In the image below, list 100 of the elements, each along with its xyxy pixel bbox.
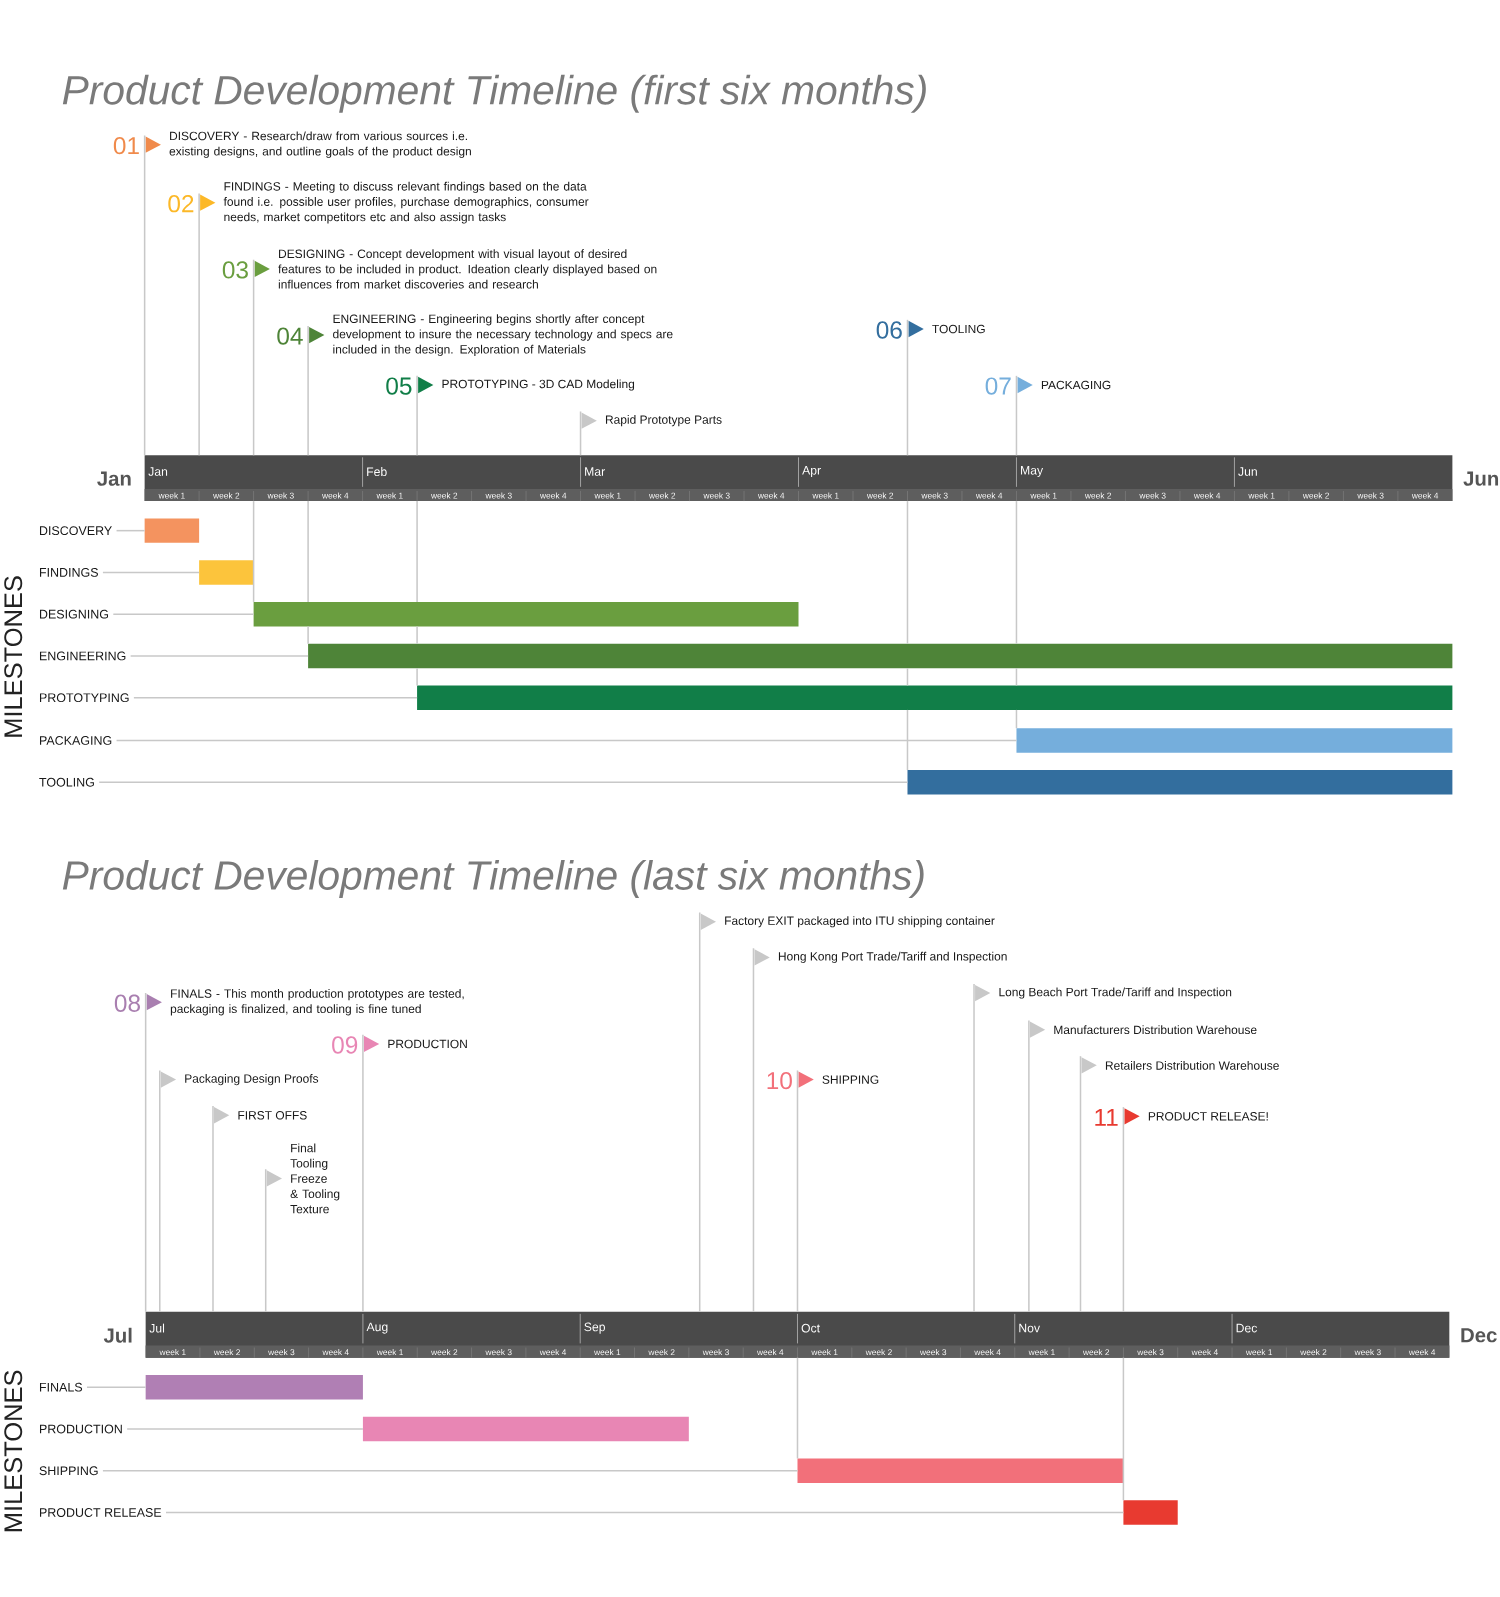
week-label: week 3 <box>485 1349 512 1356</box>
row-label: DESIGNING <box>39 609 108 619</box>
milestone-line <box>158 1069 161 1313</box>
week-label: week 3 <box>919 1349 947 1356</box>
axis-end-label: Jun <box>1463 471 1498 486</box>
week-label: week 1 <box>812 492 839 499</box>
milestone-line <box>212 1105 214 1313</box>
week-label: week 3 <box>703 492 730 499</box>
week-label: week 4 <box>539 1349 566 1356</box>
leader-line <box>129 655 309 657</box>
week-label: week 4 <box>1408 1349 1436 1356</box>
week-label: week 4 <box>539 492 567 499</box>
section-label: MILESTONES <box>4 1370 23 1532</box>
leader-line <box>165 1511 1125 1514</box>
week-label: week 3 <box>485 492 512 499</box>
milestone-text: TOOLING <box>932 324 985 334</box>
row-label: PACKAGING <box>39 736 112 745</box>
milestone-text: FIRST OFFS <box>238 1111 307 1120</box>
row-label: PRODUCTION <box>39 1424 122 1434</box>
week-label: week 1 <box>1245 1349 1272 1356</box>
milestone-text: PRODUCTION <box>388 1039 467 1049</box>
axis-end-label: Jul <box>103 1327 132 1343</box>
row-label: PROTOTYPING <box>39 693 129 703</box>
week-label: week 3 <box>1139 492 1166 499</box>
gantt-bar <box>362 1416 689 1442</box>
milestone-number: 04 <box>277 327 303 345</box>
gantt-bar <box>144 518 199 543</box>
milestone-line <box>416 625 418 645</box>
month-label: Jun <box>1238 467 1257 476</box>
week-label: week 1 <box>376 492 403 499</box>
milestone-text: PRODUCT RELEASE! <box>1148 1112 1268 1121</box>
month-label: Jul <box>149 1323 164 1333</box>
milestone-line <box>906 709 909 771</box>
milestone-text: Hong Kong Port Trade/Tariff and Inspection <box>778 951 1007 963</box>
gantt-bar <box>416 685 1453 710</box>
milestone-number: 03 <box>222 261 248 279</box>
week-label: week 4 <box>974 1349 1001 1356</box>
week-label: week 4 <box>1411 492 1439 499</box>
milestone-number: 11 <box>1095 1108 1118 1126</box>
milestone-number: 07 <box>985 377 1011 395</box>
milestone-text: SHIPPING <box>822 1075 879 1084</box>
milestone-number: 02 <box>168 195 194 213</box>
title: Product Development Timeline (first six months) <box>62 74 926 113</box>
title: Product Development Timeline (last six months) <box>62 860 924 898</box>
week-label: week 2 <box>1302 492 1329 499</box>
milestone-line <box>906 667 909 687</box>
week-label: week 2 <box>648 1349 675 1356</box>
week-label: week 2 <box>1082 1349 1109 1356</box>
leader-line <box>86 1386 147 1388</box>
milestone-number: 05 <box>386 377 412 395</box>
milestone-line <box>973 983 975 1313</box>
row-label: PRODUCT RELEASE <box>39 1508 161 1517</box>
milestone-line <box>1028 1019 1030 1313</box>
month-label: Mar <box>585 467 605 476</box>
milestone-line <box>796 1356 799 1460</box>
axis-end-label: Dec <box>1461 1328 1497 1343</box>
week-label: week 1 <box>376 1349 403 1356</box>
gantt-bar <box>1123 1500 1178 1525</box>
gantt-bar <box>199 560 254 585</box>
week-label: week 3 <box>267 492 294 499</box>
milestone-line <box>416 375 418 457</box>
leader-line <box>112 613 255 615</box>
milestone-text: Packaging Design Proofs <box>185 1074 318 1086</box>
week-label: week 1 <box>593 1349 621 1356</box>
milestone-line <box>252 258 255 457</box>
month-label: Aug <box>366 1322 388 1334</box>
milestone-number: 09 <box>332 1036 358 1054</box>
leader-line <box>102 571 200 574</box>
week-label: week 2 <box>430 492 458 499</box>
milestone-line <box>1122 1356 1125 1502</box>
milestone-number: 01 <box>113 137 139 155</box>
week-label: week 4 <box>1191 1349 1218 1356</box>
milestone-line <box>1122 1106 1125 1313</box>
week-label: week 4 <box>322 1349 349 1356</box>
milestone-text: Long Beach Port Trade/Tariff and Inspection <box>999 987 1232 999</box>
week-label: week 1 <box>594 492 621 499</box>
gantt-bar <box>145 1375 363 1400</box>
milestone-number: 06 <box>876 321 902 339</box>
week-label: week 2 <box>648 492 676 499</box>
week-label: week 2 <box>866 492 893 499</box>
week-label: week 2 <box>1300 1349 1327 1356</box>
milestone-line <box>307 500 309 603</box>
milestone-text: Manufacturers Distribution Warehouse <box>1054 1025 1257 1035</box>
week-label: week 1 <box>1028 1349 1055 1356</box>
milestone-line <box>698 911 701 1313</box>
week-label: week 1 <box>811 1349 838 1356</box>
row-label: TOOLING <box>39 777 94 787</box>
milestone-line <box>416 667 418 687</box>
row-label: FINDINGS <box>39 568 98 577</box>
week-label: week 2 <box>865 1349 892 1356</box>
month-label: Sep <box>584 1322 605 1334</box>
week-label: week 2 <box>1084 492 1111 499</box>
milestone-text: ENGINEERING - Engineering begins shortly after concept development to insure the necessary technology and specs are included in the design. Exploration of Materials <box>332 314 673 356</box>
milestone-text: Final Tooling Freeze & Tooling Texture <box>290 1143 340 1214</box>
milestone-line <box>198 192 200 457</box>
week-label: week 3 <box>1137 1349 1164 1356</box>
milestone-line <box>1015 667 1018 687</box>
week-label: week 2 <box>212 492 240 499</box>
milestone-text: FINDINGS - Meeting to discuss relevant findings based on the data found i.e. possible user profiles, purchase demographics, consumer needs, market competitors etc and also assign tasks <box>223 181 589 224</box>
gantt-bar <box>797 1458 1124 1483</box>
